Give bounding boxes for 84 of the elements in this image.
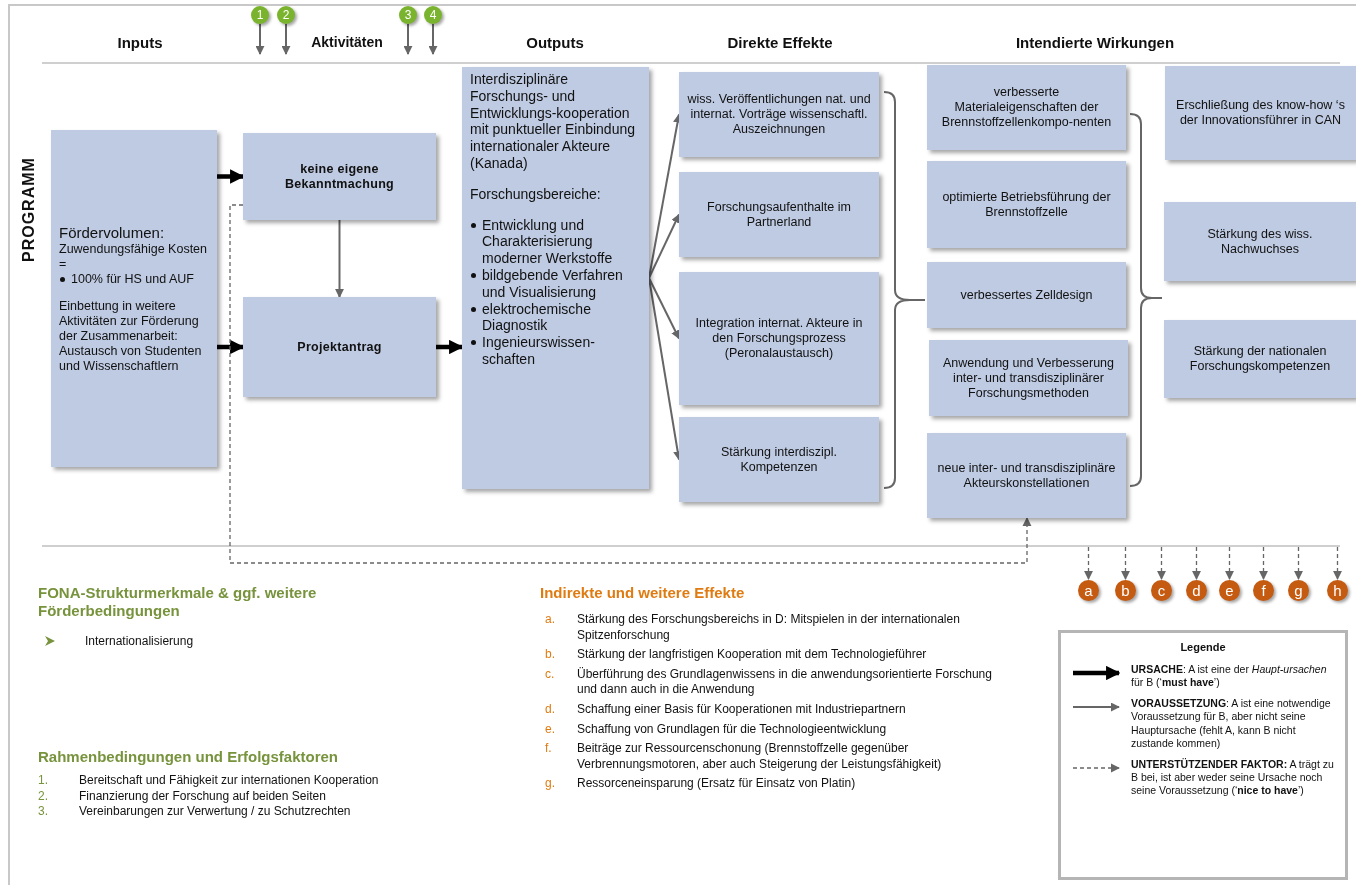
dashed-arrow [1191,546,1202,580]
numbered-circle: 1 [251,6,269,24]
process-box: Forschungsaufenthalte im Partnerland [679,172,879,257]
list-item: Schaffung von Grundlagen für die Technologieentwicklung [577,721,888,738]
numbered-circle: 3 [399,6,417,24]
legend-title: Legende [1179,641,1227,653]
dashed-arrow [1120,546,1131,580]
process-box: Integration internat. Akteure in den Forschungsprozess (Peronalaustausch) [679,272,879,405]
process-box: neue inter- und transdisziplinäre Akteurskonstellationen [927,433,1126,518]
numbered-circle: d [1186,580,1207,601]
legend-text: VORAUSSETZUNG: A ist eine notwendige Voraussetzung für B, aber nicht seine Hauptursache (fehlt A, kann B nicht zustande kommen) [1131,697,1332,750]
list-item: Überführung des Grundlagenwissens in die anwendungsorientierte Forschung und dann auch in die Anwendung [577,666,993,698]
numbered-circle: 4 [424,6,442,24]
list-marker: e. [545,721,556,738]
thick-arrow [436,339,464,355]
section-heading: FONA-Strukturmerkmale & ggf. weitere Förderbedingungen [38,584,318,620]
column-header: Aktivitäten [311,34,383,50]
list-marker: 1. [38,773,49,789]
process-box: keine eigene Bekanntmachung [243,133,436,220]
process-box: Projektantrag [243,297,436,397]
list-item: Finanzierung der Forschung auf beiden Seiten [79,788,327,805]
list-item: Schaffung einer Basis für Kooperationen mit Industriepartnern [577,701,907,718]
list-item: Ressorceneinsparung (Ersatz für Einsatz von Platin) [577,776,857,792]
arrow [281,23,291,55]
thick-arrow [217,339,245,355]
numbered-circle: a [1078,580,1099,601]
list-item: Vereinbarungen zur Verwertung / zu Schutzrechten [79,804,352,820]
numbered-circle: c [1151,580,1172,601]
process-box: wiss. Veröffentlichungen nat. und internat. Vorträge wissenschaftl. Auszeichnungen [679,72,879,157]
dashed-arrow [1156,546,1167,580]
process-box: verbesserte Materialeigenschaften der Brennstoffzellenkompo-nenten [927,65,1126,150]
list-item: Stärkung des Forschungsbereichs in D: Mitspielen in der internationalen Spitzenforschung [577,612,961,644]
numbered-circle: g [1288,580,1309,601]
process-box: Interdisziplinäre Forschungs- und Entwicklungs-kooperation mit punktueller Einbindung internationaler Akteure (Kanada) Forschungsbereiche: Entwicklung und Charakterisierung moderner Werkstoffe bildgebende Verfahren und Visualisierung elektrochemische Diagnostik Ingenieurswissen-schaften [462,67,649,489]
process-box: Erschließung des know-how ‘s der Innovationsführer in CAN [1165,66,1356,160]
arrow [255,23,265,55]
dashed-arrow [1293,546,1304,580]
dashed-arrow [1224,546,1235,580]
arrow [403,23,413,55]
list-marker: c. [545,666,556,683]
list-item: elektrochemische Diagnostik [482,300,591,334]
list-item: Internationalisierung [85,634,194,648]
dashed-arrow [1083,546,1094,580]
numbered-circle: 2 [277,6,295,24]
column-header: Intendierte Wirkungen [1015,34,1175,51]
list-marker: f. [545,741,553,758]
section-heading: Rahmenbedingungen und Erfolgsfaktoren [38,748,339,766]
list-item: Ingenieurswissen-schaften [482,334,595,367]
list-marker: a. [545,612,556,628]
numbered-circle: b [1115,580,1136,601]
arrow [428,23,438,55]
list-marker: 2. [38,788,49,805]
arrow [648,213,680,279]
column-header: Direkte Effekte [727,34,833,51]
arrow [648,277,680,340]
process-box: Stärkung interdiszipl. Kompetenzen [679,417,879,502]
input-box: Fördervolumen: Zuwendungsfähige Kosten = 100% für HS und AUF Einbettung in weitere Aktivitäten zur Förderung der Zusammenarbeit: Austausch von Studenten und Wissenschaftlern [51,130,217,467]
legend-text: UNTERSTÜTZENDER FAKTOR: A trägt zu B bei, ist aber weder seine Ursache noch seine Voraussetzung (‘nice to have’) [1131,757,1335,798]
list-marker: 3. [38,804,49,820]
dashed-arrow [1258,546,1269,580]
process-box: Anwendung und Verbesserung inter- und transdisziplinärer Forschungsmethoden [929,340,1128,416]
process-box: optimierte Betriebsführung der Brennstoffzelle [927,161,1126,248]
list-marker: d. [545,701,556,718]
list-item: Stärkung der langfristigen Kooperation mit dem Technologieführer [577,647,928,663]
numbered-circle: h [1327,580,1348,601]
list-item: 100% für HS und AUF [71,271,194,286]
process-box: Stärkung der nationalen Forschungskompetenzen [1164,320,1356,398]
list-marker: b. [545,647,556,663]
numbered-circle: e [1219,580,1240,601]
row-header: PROGRAMM [20,157,38,262]
column-header: Inputs [117,34,163,51]
arrow [335,219,344,298]
numbered-circle: f [1253,580,1274,601]
list-item: Bereitschaft und Fähigkeit zur internationen Kooperation [79,773,380,789]
thick-arrow [217,169,245,184]
legend-text: URSACHE: A ist eine der Haupt-ursachen für B (‘must have’) [1131,663,1328,690]
column-header: Outputs [526,34,584,51]
dashed-arrow [1332,546,1343,580]
section-heading: Indirekte und weitere Effekte [540,584,746,602]
list-item: Beiträge zur Ressourcenschonung (Brennstoffzelle gegenüber Verbrennungsmotoren, aber auch Steigerung der Leistungsfähigkeit) [577,741,943,773]
list-marker: g. [545,776,556,792]
process-box: Stärkung des wiss. Nachwuchses [1164,202,1356,281]
process-box: verbessertes Zelldesign [927,262,1126,328]
dashed-arrow [229,204,1032,564]
